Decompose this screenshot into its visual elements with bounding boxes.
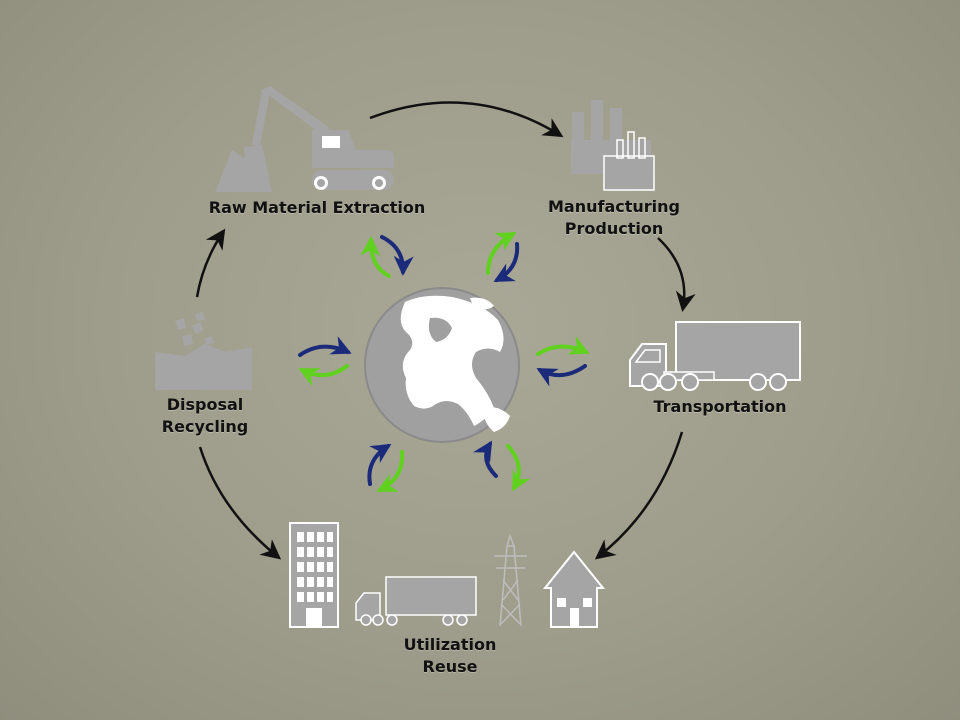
arrow-manufacturing-to-transportation	[657, 237, 696, 312]
reuse-text: Reuse	[422, 657, 478, 676]
exchange-pair-top-right	[486, 232, 520, 282]
exchange-pair-bottom-left	[367, 443, 405, 492]
arrow-disposal-to-utilization	[198, 446, 282, 560]
raw-material-text: Raw Material Extraction	[208, 198, 426, 217]
cycle-arrows	[195, 101, 696, 560]
factory-icon	[571, 100, 655, 191]
truck-icon	[629, 321, 801, 391]
exchange-pair-right	[536, 336, 590, 387]
exchange-pair-top-left	[360, 235, 414, 278]
globe-icon	[364, 287, 520, 443]
arrow-transportation-to-utilization	[594, 431, 684, 560]
house-icon	[542, 550, 606, 628]
exchange-pair-left	[298, 336, 352, 387]
manufacturing-text: Manufacturing	[548, 197, 680, 216]
disposal-text: Disposal	[166, 395, 244, 414]
label-manufacturing-production: Manufacturing Production	[534, 196, 694, 240]
power-pylon-icon	[494, 533, 527, 627]
building-icon	[289, 522, 339, 628]
utilization-text: Utilization	[403, 635, 497, 654]
arrow-disposal-to-extraction	[195, 228, 226, 298]
transportation-text: Transportation	[653, 397, 787, 416]
rubble-pile-icon	[155, 312, 252, 390]
label-transportation: Transportation	[640, 396, 800, 418]
exchange-pair-bottom-right	[473, 440, 531, 492]
recycling-text: Recycling	[161, 417, 249, 436]
production-text: Production	[564, 219, 664, 238]
label-disposal-recycling: Disposal Recycling	[140, 394, 270, 438]
exchange-arrows	[298, 232, 590, 492]
label-utilization-reuse: Utilization Reuse	[380, 634, 520, 678]
excavator-icon	[215, 86, 394, 192]
arrow-extraction-to-manufacturing	[369, 101, 564, 138]
label-raw-material-extraction: Raw Material Extraction	[200, 197, 434, 219]
small-truck-icon	[355, 576, 477, 626]
